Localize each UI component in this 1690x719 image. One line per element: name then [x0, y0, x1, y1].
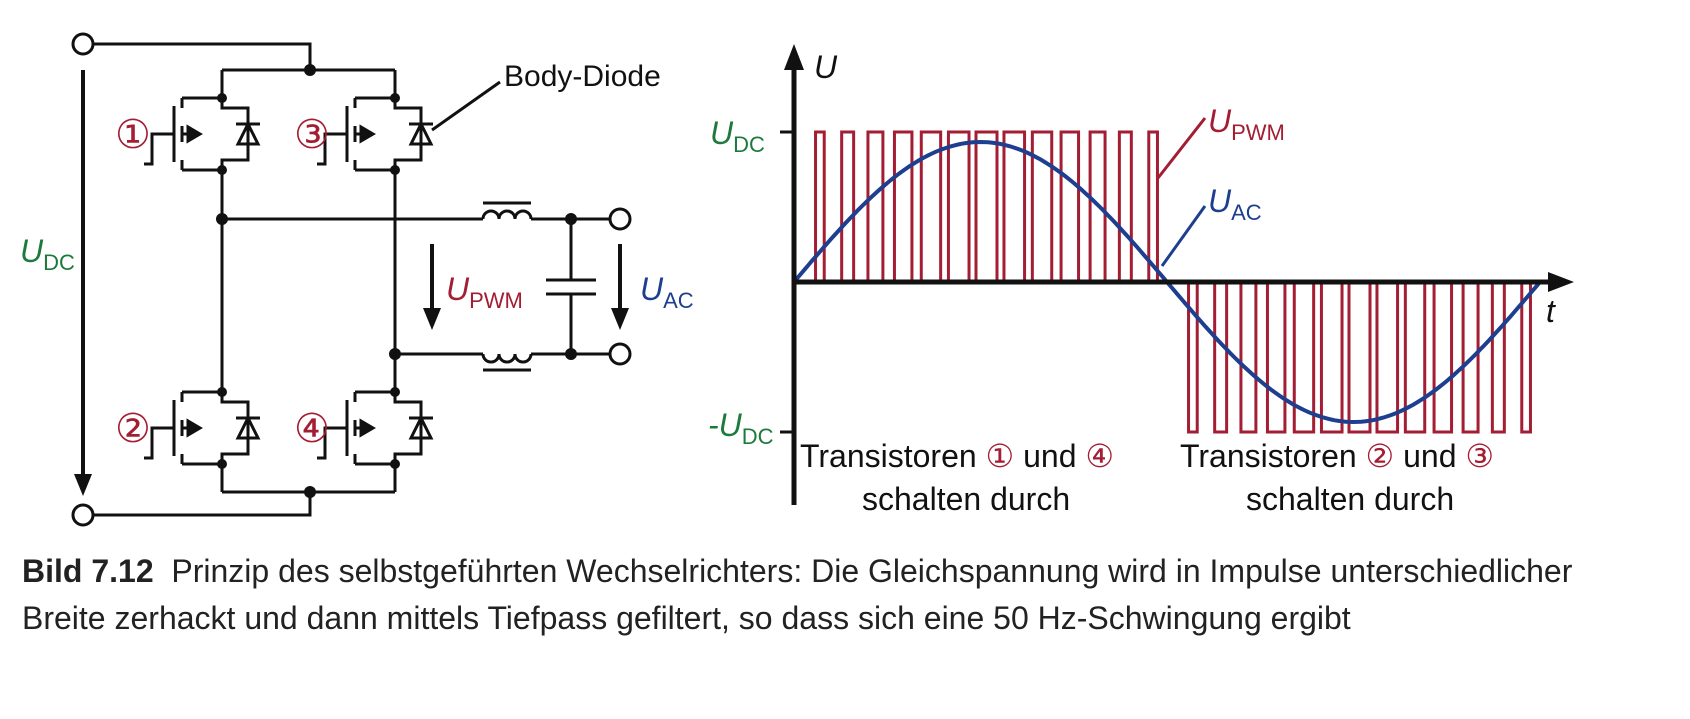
transistor-3-number: ③	[294, 113, 330, 157]
pwm-pulse	[1403, 282, 1427, 434]
positive-half-annotation-line1: Transistoren ① und ④	[800, 438, 1114, 474]
filter-capacitor	[546, 219, 596, 354]
inductor-bottom	[481, 353, 533, 372]
graph-upwm-label: UPWM	[1208, 103, 1285, 145]
pwm-pulse	[919, 130, 943, 282]
upwm-leader	[1156, 117, 1207, 179]
pwm-pulse	[892, 130, 914, 282]
bottom-wire	[93, 492, 312, 517]
negative-half-annotation-line2: schalten durch	[1246, 481, 1454, 517]
pwm-pulse	[866, 130, 885, 282]
pwm-pulse	[1319, 282, 1344, 434]
graph-uac-label: UAC	[1208, 183, 1262, 225]
caption-label: Bild 7.12	[22, 553, 154, 589]
y-axis-label: U	[814, 49, 838, 85]
circuit-udc-label: UDC	[20, 233, 75, 275]
pwm-pulse	[1030, 130, 1054, 282]
pwm-pulse	[1088, 130, 1107, 282]
figure-caption: Bild 7.12 Prinzip des selbstgeführten We…	[22, 548, 1662, 642]
transistor-2-number: ②	[115, 407, 151, 451]
pwm-signal	[814, 130, 1532, 434]
inverter-figure: UDC UPWM UAC Body-Diode ① ③ ② ④ U t UDC …	[20, 32, 1574, 527]
pwm-pulse	[974, 130, 999, 282]
pwm-pulse	[1059, 130, 1081, 282]
pwm-pulse	[1292, 282, 1316, 434]
bottom-junction	[304, 486, 316, 498]
transistor-3	[317, 93, 434, 175]
voltage-graph	[780, 44, 1574, 505]
ac-terminal-bottom	[608, 342, 632, 366]
ac-terminal-top	[608, 207, 632, 231]
pwm-pulse	[1490, 282, 1506, 434]
top-wire	[93, 42, 312, 70]
pwm-pulse	[1213, 282, 1229, 434]
inductor-top	[481, 201, 533, 220]
pwm-pulse	[1187, 282, 1199, 434]
graph-udc-label: UDC	[710, 115, 765, 157]
graph-neg-udc-label: -UDC	[708, 407, 774, 449]
uac-leader	[1160, 205, 1207, 267]
pwm-pulse	[1239, 282, 1258, 434]
transistor-1	[144, 93, 261, 175]
pwm-pulse	[1117, 130, 1133, 282]
pwm-pulse	[1461, 282, 1480, 434]
inverter-circuit	[71, 32, 632, 527]
body-diode-pointer	[431, 80, 501, 132]
transistor-4-number: ④	[294, 407, 330, 451]
pwm-pulse	[1375, 282, 1400, 434]
transistor-2	[144, 387, 261, 469]
x-axis-arrowhead	[1548, 272, 1574, 292]
positive-half-annotation-line2: schalten durch	[862, 481, 1070, 517]
pwm-pulse	[814, 130, 826, 282]
transistor-4	[317, 387, 434, 469]
top-junction	[304, 64, 316, 76]
pwm-pulse	[1147, 130, 1159, 282]
circuit-upwm-label: UPWM	[446, 271, 523, 313]
negative-half-annotation-line1: Transistoren ② und ③	[1180, 438, 1494, 474]
body-diode-label: Body-Diode	[504, 60, 661, 93]
circuit-uac-label: UAC	[640, 271, 694, 313]
pwm-pulse	[1002, 130, 1027, 282]
caption-text: Prinzip des selbstgeführten Wechselricht…	[22, 553, 1573, 636]
dc-minus-terminal	[71, 503, 95, 527]
pwm-pulse	[1432, 282, 1454, 434]
transistor-1-number: ①	[115, 113, 151, 157]
pwm-pulse	[1347, 282, 1372, 434]
pwm-pulse	[1265, 282, 1287, 434]
x-axis-label: t	[1546, 293, 1556, 329]
y-axis-arrowhead	[784, 44, 804, 70]
dc-plus-terminal	[71, 32, 95, 56]
pwm-pulse	[840, 130, 856, 282]
pwm-pulse	[1520, 282, 1532, 434]
pwm-pulse	[946, 130, 971, 282]
